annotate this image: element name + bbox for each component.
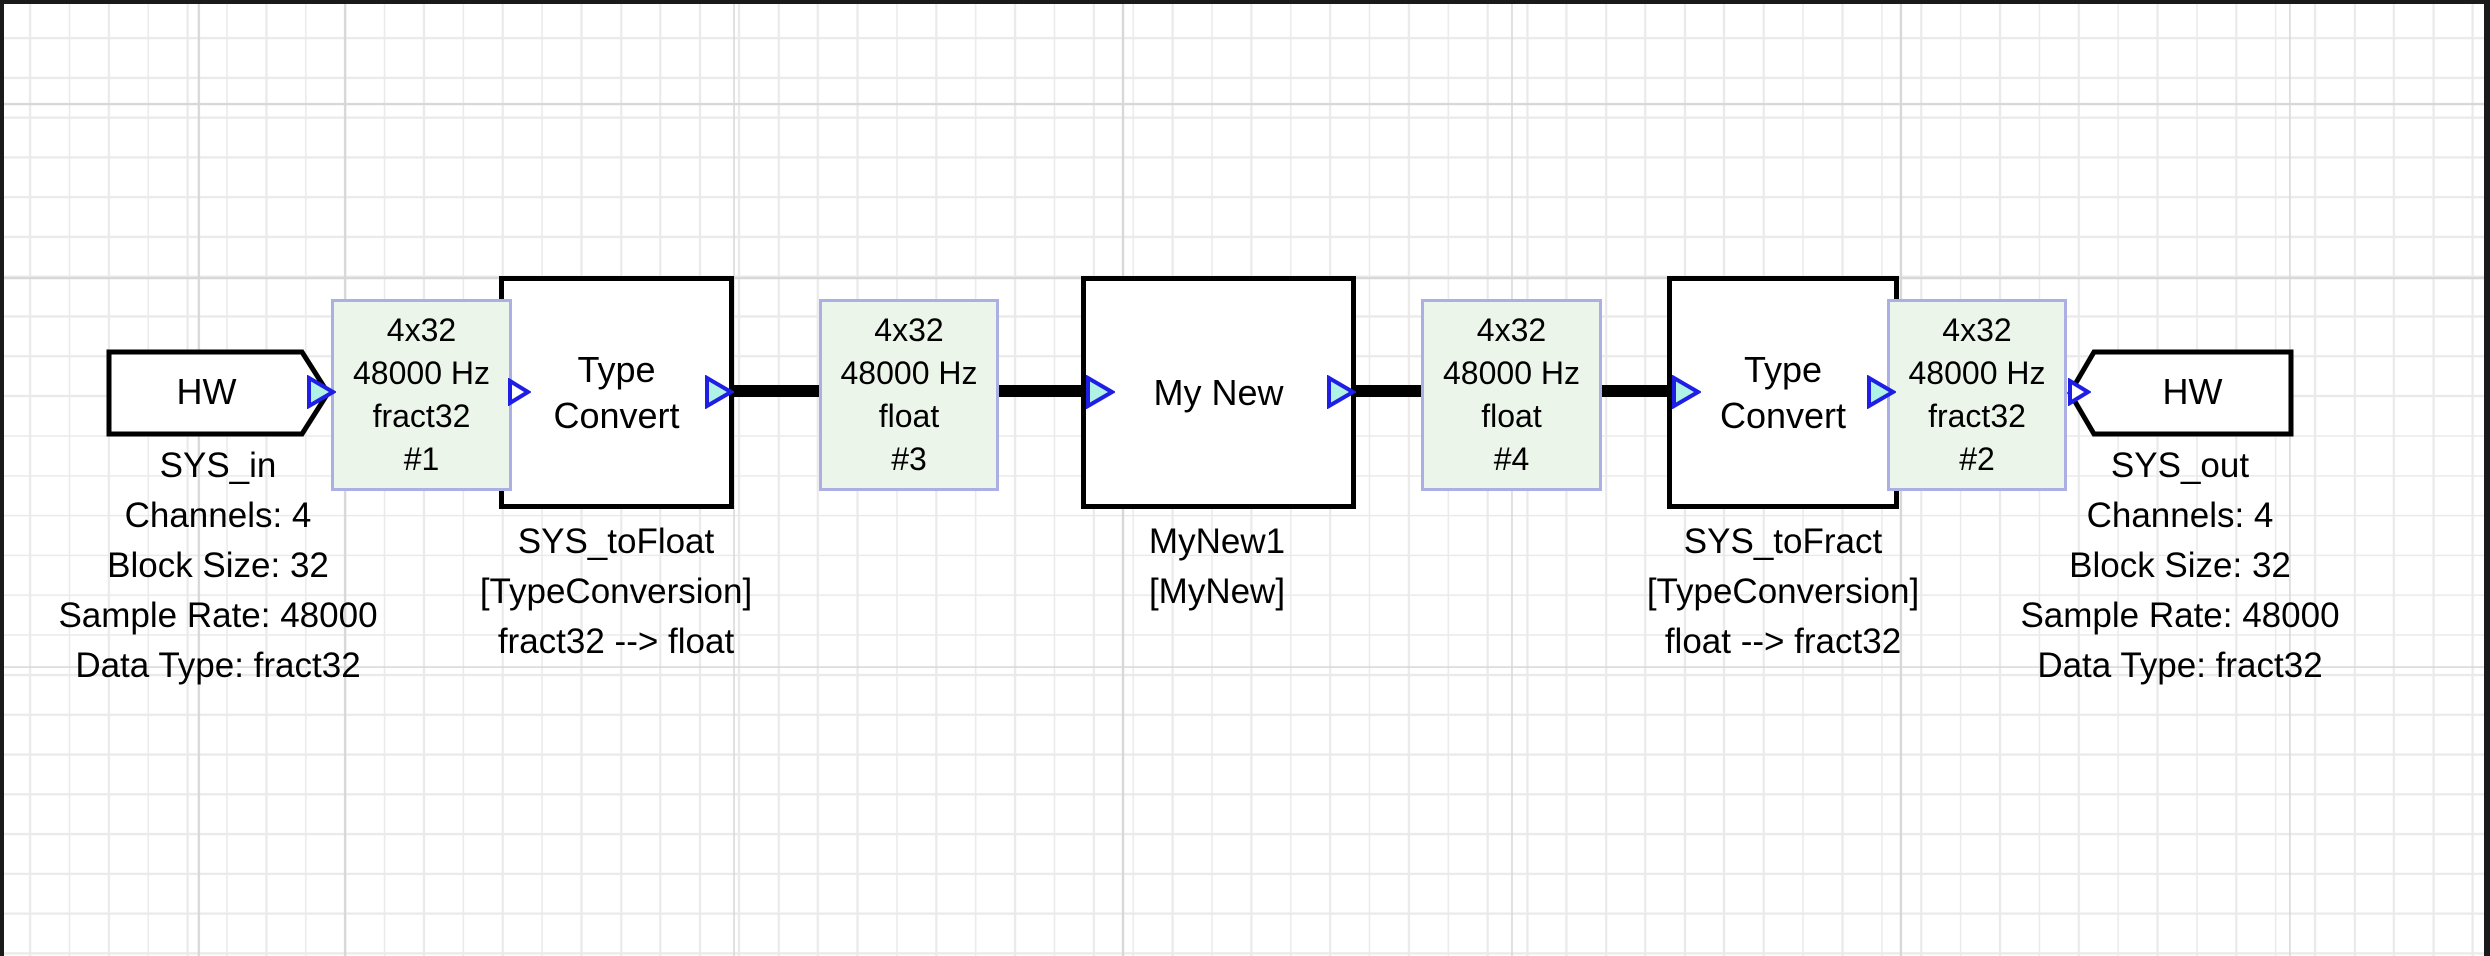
wire-info-line: #4: [1493, 441, 1530, 477]
wire-info-line: 4x32: [1476, 312, 1547, 348]
type-convert-2-block[interactable]: Type Convert: [1667, 276, 1899, 509]
hw-input-label: SYS_in Channels: 4 Block Size: 32 Sample…: [8, 441, 428, 691]
type-convert-2-input-pin[interactable]: [1671, 375, 1701, 409]
type-convert-2-output-pin[interactable]: [1866, 375, 1896, 409]
type-convert-1-input-pin[interactable]: [507, 378, 531, 406]
title-line: Type: [1743, 348, 1823, 390]
hw-input-block[interactable]: [104, 347, 336, 439]
label-line: Sample Rate: 48000: [2020, 596, 2340, 635]
hw-output-label: SYS_out Channels: 4 Block Size: 32 Sampl…: [1970, 441, 2390, 691]
label-line: SYS_in: [159, 446, 277, 485]
wire-segment-tc1-to-label3[interactable]: [730, 385, 821, 397]
wire-info-box-3[interactable]: 4x32 48000 Hz float #3: [819, 299, 999, 491]
wire-info-line: #2: [1959, 441, 1995, 477]
hw-input-title: HW: [176, 371, 237, 412]
label-line: Channels: 4: [124, 496, 312, 535]
title-line: Type: [577, 348, 656, 390]
label-line: SYS_out: [2110, 446, 2250, 485]
wire-info-line: fract32: [372, 398, 471, 434]
label-line: fract32 --> float: [497, 622, 735, 661]
hw-output-input-pin[interactable]: [2067, 378, 2091, 406]
wire-info-line: 48000 Hz: [1443, 355, 1580, 391]
type-convert-1-output-pin[interactable]: [704, 375, 734, 409]
wire-info-line: float: [1481, 398, 1542, 434]
my-new-title: My New: [1153, 371, 1284, 413]
my-new-input-pin[interactable]: [1085, 375, 1115, 409]
wire-info-line: 48000 Hz: [353, 355, 490, 391]
label-line: [MyNew]: [1148, 572, 1286, 611]
my-new-output-pin[interactable]: [1326, 375, 1356, 409]
label-line: Data Type: fract32: [75, 646, 361, 685]
wire-info-line: float: [878, 398, 940, 434]
wire-info-box-4[interactable]: 4x32 48000 Hz float #4: [1421, 299, 1602, 491]
label-line: MyNew1: [1148, 522, 1286, 561]
type-convert-2-label: SYS_toFract [TypeConversion] float --> f…: [1573, 517, 1993, 667]
wire-info-box-1[interactable]: 4x32 48000 Hz fract32 #1: [331, 299, 512, 491]
label-line: SYS_toFloat: [517, 522, 715, 561]
type-convert-1-label: SYS_toFloat [TypeConversion] fract32 -->…: [406, 517, 826, 667]
label-line: SYS_toFract: [1683, 522, 1883, 561]
label-line: float --> fract32: [1664, 622, 1902, 661]
my-new-label: MyNew1 [MyNew]: [1007, 517, 1427, 617]
type-convert-1-block[interactable]: Type Convert: [499, 276, 734, 509]
wire-info-line: 4x32: [874, 312, 944, 348]
wire-segment-label4-to-tc2[interactable]: [1600, 385, 1673, 397]
title-line: Convert: [553, 394, 680, 436]
wire-info-box-2[interactable]: 4x32 48000 Hz fract32 #2: [1887, 299, 2067, 491]
wire-segment-mynew-to-label4[interactable]: [1352, 385, 1423, 397]
label-line: [TypeConversion]: [479, 572, 753, 611]
label-line: [TypeConversion]: [1646, 572, 1920, 611]
label-line: Block Size: 32: [107, 546, 329, 585]
hw-input-output-pin[interactable]: [306, 375, 336, 409]
type-convert-2-title: Type Convert: [1720, 347, 1846, 439]
wire-info-line: 48000 Hz: [840, 355, 978, 391]
hw-output-title: HW: [2162, 371, 2223, 412]
title-line: Convert: [1719, 394, 1847, 436]
wire-info-line: #3: [891, 441, 927, 477]
hw-output-block[interactable]: [2065, 347, 2297, 439]
label-line: Channels: 4: [2086, 496, 2274, 535]
wire-info-line: #1: [403, 441, 440, 477]
label-line: Block Size: 32: [2069, 546, 2291, 585]
wire-info-line: fract32: [1928, 398, 2026, 434]
wire-info-line: 4x32: [386, 312, 457, 348]
wire-info-line: 48000 Hz: [1908, 355, 2046, 391]
label-line: Sample Rate: 48000: [58, 596, 378, 635]
type-convert-1-title: Type Convert: [553, 347, 679, 439]
label-line: Data Type: fract32: [2037, 646, 2323, 685]
my-new-block[interactable]: My New: [1081, 276, 1356, 509]
wire-segment-label3-to-mynew[interactable]: [995, 385, 1085, 397]
wire-info-line: 4x32: [1942, 312, 2012, 348]
